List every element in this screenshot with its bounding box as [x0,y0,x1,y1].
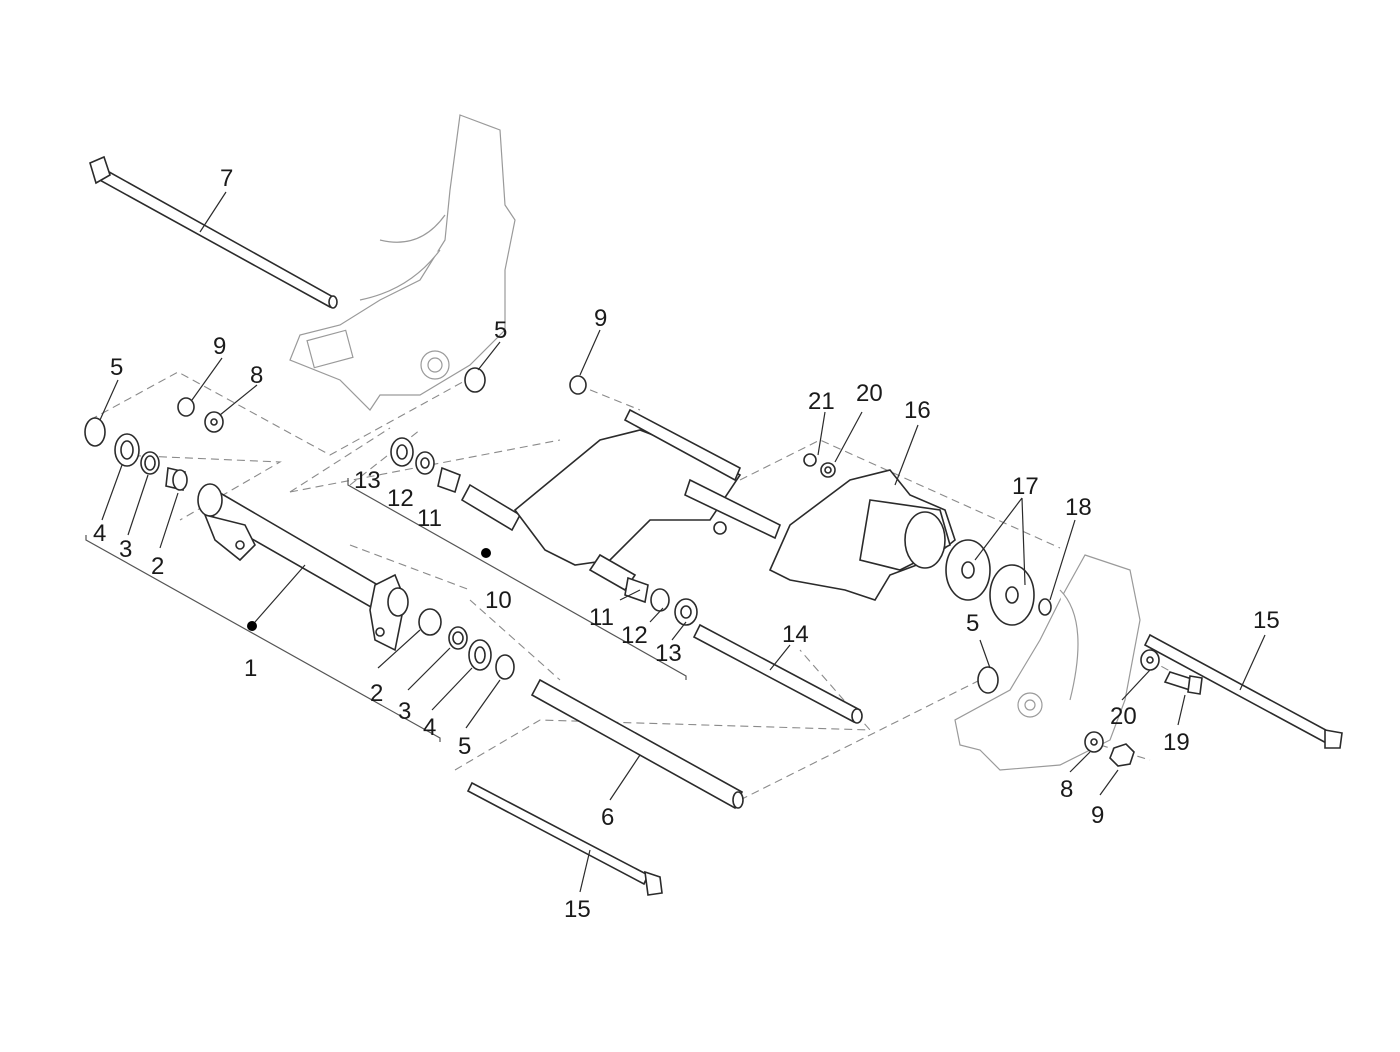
callout-5: 5 [494,317,507,344]
callout-16: 16 [904,397,931,424]
callout-4: 4 [423,714,436,741]
callout-14: 14 [782,621,809,648]
callout-5: 5 [966,610,979,637]
callout-2: 2 [370,680,383,707]
callout-15: 15 [1253,607,1280,634]
reference-dot-1 [247,621,257,631]
callout-13: 13 [354,467,381,494]
callout-18: 18 [1065,494,1092,521]
mid-bearings [418,608,515,680]
left-bearings [84,367,486,491]
callout-8: 8 [250,362,263,389]
callout-19: 19 [1163,729,1190,756]
callout-3: 3 [398,698,411,725]
callout-10: 10 [485,587,512,614]
reference-dot-10 [481,548,491,558]
callout-12: 12 [621,622,648,649]
callout-8: 8 [1060,776,1073,803]
callout-20: 20 [1110,703,1137,730]
callout-9: 9 [213,333,226,360]
callout-5: 5 [110,354,123,381]
callout-11: 11 [417,505,442,532]
bolt-7 [89,155,338,309]
callout-4: 4 [93,520,106,547]
shaft-6 [530,678,744,810]
frame-bracket-right [954,554,1141,771]
callout-12: 12 [387,485,414,512]
arm-bearings [390,437,698,626]
callout-3: 3 [119,536,132,563]
leader-lines [99,191,1266,893]
callout-5: 5 [458,733,471,760]
callout-1: 1 [244,655,257,682]
callout-2: 2 [151,553,164,580]
housing-16 [768,453,956,601]
callout-17: 17 [1012,473,1039,500]
callout-labels: 7 5 9 8 5 4 3 2 1 2 3 4 5 6 15 9 13 12 1… [93,165,1280,923]
callout-21: 21 [808,388,835,415]
group-brackets [85,478,687,742]
bolt-15-bottom [466,781,663,896]
callout-13: 13 [655,640,682,667]
pivot-tube-1 [197,483,409,652]
shaft-14 [692,623,863,724]
damper-discs-17 [945,539,1052,626]
linkage-arm-10 [460,375,782,592]
callout-9: 9 [1091,802,1104,829]
callout-20: 20 [856,380,883,407]
callout-15: 15 [564,896,591,923]
callout-7: 7 [220,165,233,192]
frame-bracket-top [289,114,516,411]
callout-9: 9 [594,305,607,332]
callout-6: 6 [601,804,614,831]
callout-11: 11 [589,604,614,631]
